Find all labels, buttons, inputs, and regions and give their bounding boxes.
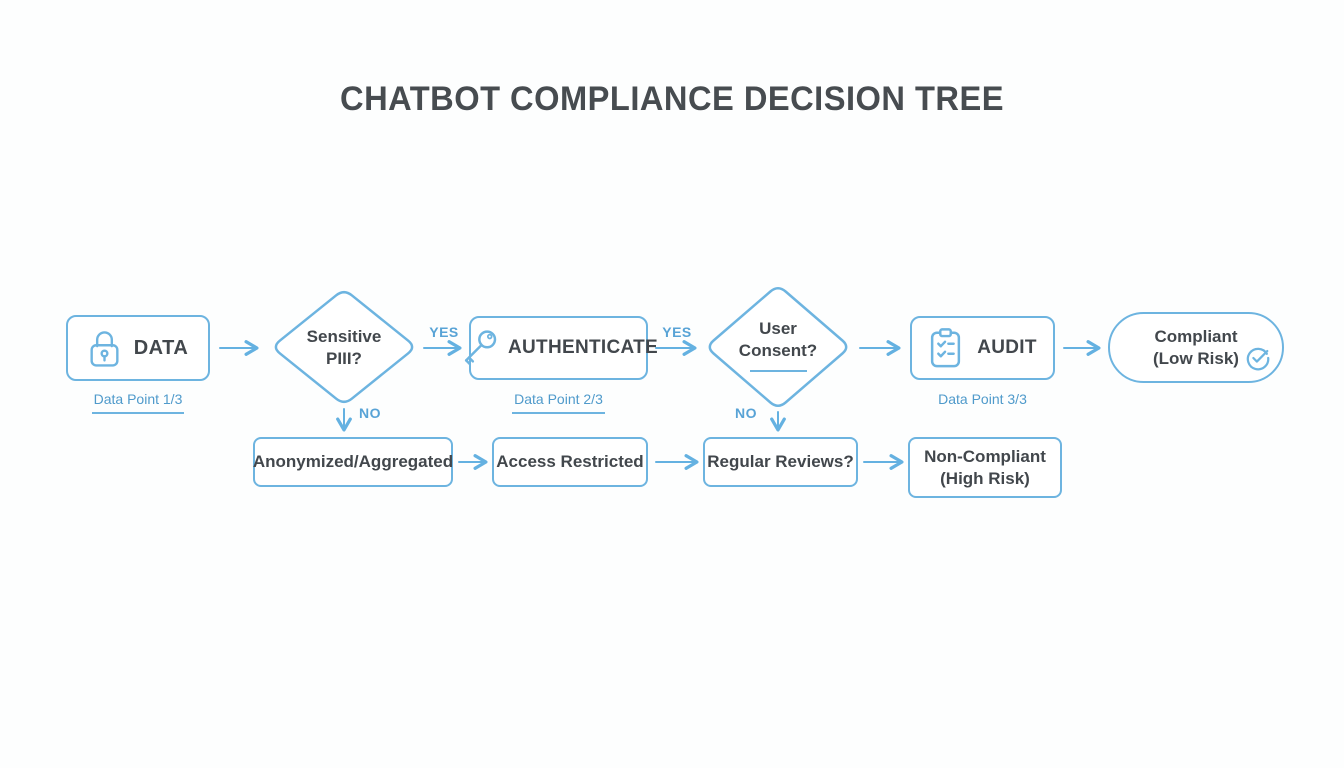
page-title: CHATBOT COMPLIANCE DECISION TREE	[340, 80, 1004, 118]
node-regular-reviews: Regular Reviews?	[703, 437, 858, 487]
node-compliant: Compliant (Low Risk)	[1108, 312, 1284, 383]
check-circle-icon	[1245, 345, 1271, 371]
edge-label-yes-2: YES	[662, 324, 692, 340]
node-regular-reviews-label: Regular Reviews?	[707, 452, 854, 471]
node-audit-label: AUDIT	[977, 337, 1037, 358]
node-compliant-line1: Compliant	[1154, 327, 1238, 347]
data-point-1: Data Point 1/3	[66, 391, 210, 414]
node-authenticate-label: AUTHENTICATE	[508, 337, 658, 358]
node-access-restricted: Access Restricted	[492, 437, 648, 487]
decision-diamond-user-consent	[708, 287, 848, 407]
lock-icon	[88, 327, 121, 369]
node-compliant-line2: (Low Risk)	[1153, 348, 1239, 368]
node-anonymized: Anonymized/Aggregated	[253, 437, 453, 487]
data-point-3: Data Point 3/3	[938, 391, 1027, 407]
node-user-consent-label: User Consent?	[718, 318, 838, 373]
key-icon	[459, 327, 501, 369]
node-authenticate: AUTHENTICATE	[464, 316, 658, 380]
node-data-label: DATA	[133, 336, 189, 359]
clipboard-checklist-icon	[928, 327, 963, 369]
node-non-compliant-line2: (High Risk)	[940, 468, 1030, 488]
node-non-compliant-line1: Non-Compliant	[924, 447, 1046, 467]
edge-label-yes-1: YES	[429, 324, 459, 340]
decision-diamond-sensitive-pii	[274, 290, 414, 404]
node-anonymized-label: Anonymized/Aggregated	[252, 452, 454, 471]
node-audit: AUDIT	[910, 316, 1055, 380]
user-consent-underline	[749, 370, 807, 373]
data-point-2: Data Point 2/3	[469, 391, 648, 414]
node-non-compliant: Non-Compliant (High Risk)	[908, 437, 1062, 498]
node-sensitive-pii-label: Sensitive PIII?	[306, 327, 382, 369]
edge-label-no-2: NO	[735, 405, 757, 421]
node-access-restricted-label: Access Restricted	[496, 452, 644, 471]
edge-label-no-1: NO	[359, 405, 381, 421]
node-data: DATA	[66, 315, 210, 381]
